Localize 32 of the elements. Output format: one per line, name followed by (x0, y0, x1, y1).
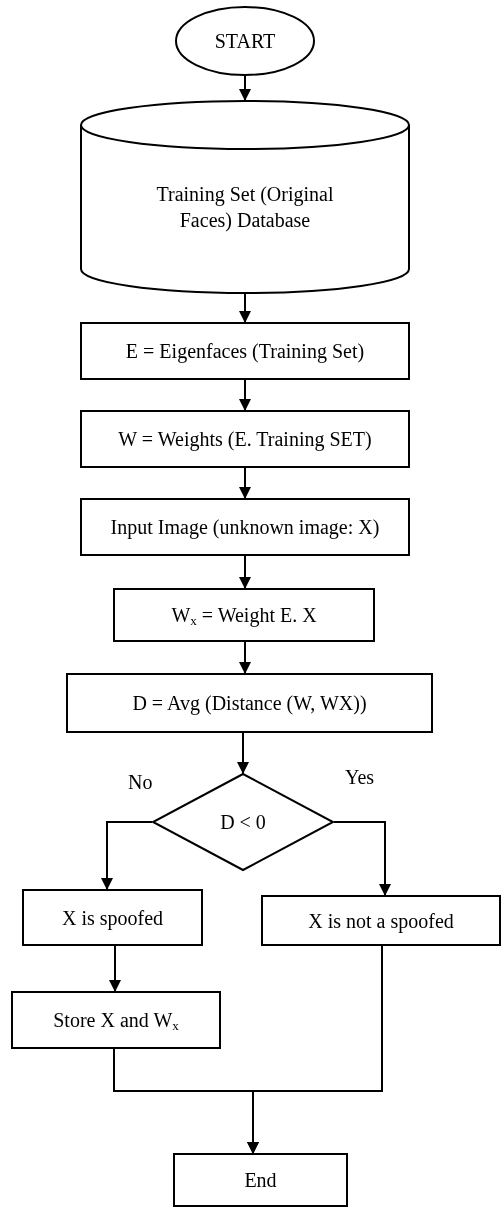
process-box (66, 673, 433, 733)
arrow (247, 945, 383, 1154)
arrow (237, 732, 249, 774)
arrow (333, 821, 391, 896)
node-text: Store X and W$_{x}$ (53, 1008, 179, 1033)
arrow (109, 945, 121, 992)
arrow (239, 467, 251, 499)
node-text: End (244, 1168, 277, 1193)
arrow (239, 641, 251, 674)
node-text: X is not a spoofed (308, 908, 454, 934)
node-text: X is spoofed (61, 905, 164, 931)
process-box (113, 588, 375, 642)
process-box (11, 991, 221, 1049)
node-text: Training Set (Original Faces) Database (155, 182, 335, 233)
node-text: W = Weights (E. Training SET) (118, 427, 372, 452)
process-box (80, 322, 410, 380)
arrow (239, 555, 251, 589)
process-box (261, 895, 501, 946)
node-text: D = Avg (Distance (W, WX)) (132, 691, 367, 716)
node-text: E = Eigenfaces (Training Set) (125, 339, 365, 364)
arrow (101, 821, 153, 890)
end-box (173, 1153, 348, 1207)
process-box (22, 889, 203, 946)
arrow (239, 293, 251, 323)
node-text: W$_{x}$ = Weight E. X (171, 603, 317, 628)
arrow (239, 379, 251, 411)
node-text: Input Image (unknown image: X) (110, 515, 380, 540)
node-text: D < 0 (220, 810, 266, 835)
process-box (80, 410, 410, 468)
arrow (239, 75, 251, 101)
node-text: START (214, 29, 276, 54)
process-box (80, 498, 410, 556)
